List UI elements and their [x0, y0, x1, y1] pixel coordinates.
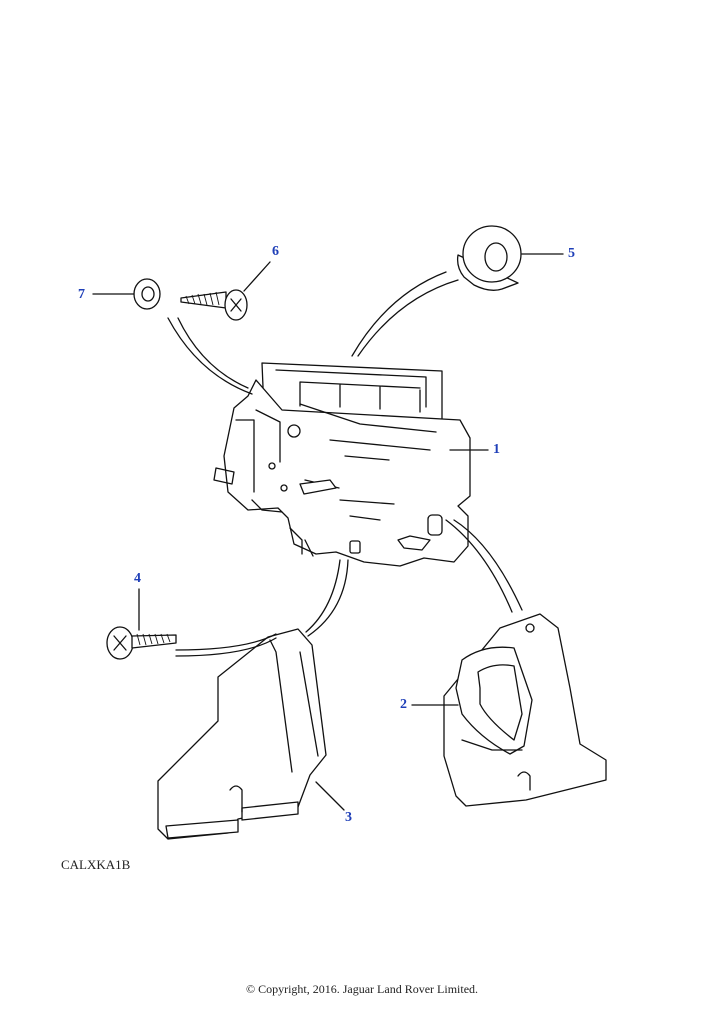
- screw-part-4: [106, 626, 177, 660]
- callout-4: 4: [134, 571, 141, 586]
- screw-part-6: [180, 289, 248, 321]
- heater-housing-part-1: [213, 362, 471, 567]
- callout-3: 3: [345, 810, 352, 825]
- leader-lines: [92, 253, 564, 811]
- washer-part-7: [133, 278, 161, 310]
- callout-1: 1: [493, 442, 500, 457]
- grommet-part-5: [456, 225, 522, 291]
- callout-2: 2: [400, 697, 407, 712]
- drawing-code: CALXKA1B: [61, 857, 131, 872]
- duct-part-3: [157, 628, 327, 840]
- assembly-lines: [167, 271, 523, 657]
- callout-6: 6: [272, 244, 279, 259]
- callout-7: 7: [78, 287, 85, 302]
- callout-5: 5: [568, 246, 575, 261]
- copyright-notice: © Copyright, 2016. Jaguar Land Rover Lim…: [245, 982, 479, 996]
- duct-part-2: [443, 613, 607, 807]
